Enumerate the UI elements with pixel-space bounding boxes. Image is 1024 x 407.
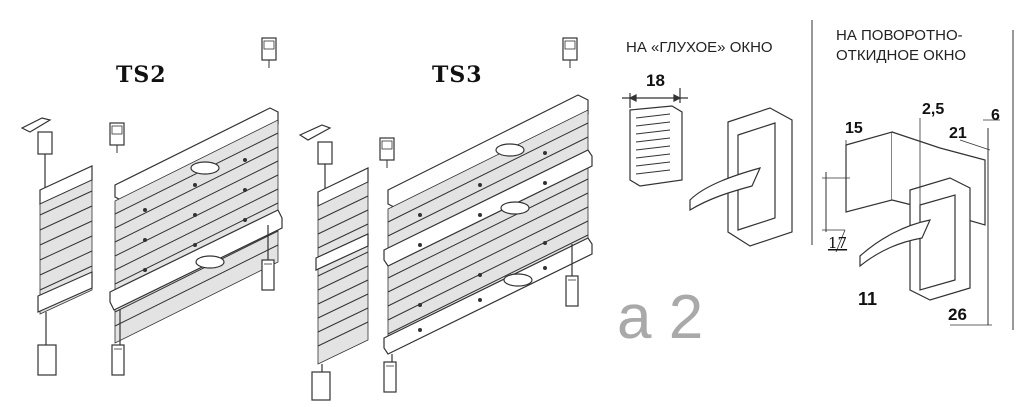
caption-fixed-window: НА «ГЛУХОЕ» ОКНО — [626, 39, 773, 56]
ts3-small-blind — [298, 124, 369, 401]
dimension-2-5: 2,5 — [922, 101, 944, 118]
ts2-main-blind — [109, 37, 283, 376]
dimension-15: 15 — [845, 120, 863, 137]
dimension-26: 26 — [948, 305, 967, 324]
ts3-main-blind — [379, 37, 593, 393]
dimension-6: 6 — [991, 107, 1000, 124]
fixed-window-bracket — [622, 88, 793, 247]
dimension-21: 21 — [949, 125, 967, 142]
dimension-11: 11 — [858, 289, 877, 309]
caption-tilt-turn-line1: НА ПОВОРОТНО- — [836, 27, 963, 44]
dimension-18: 18 — [646, 71, 665, 90]
caption-tilt-turn-line2: ОТКИДНОЕ ОКНО — [836, 47, 966, 64]
tilt-turn-bracket — [822, 118, 1000, 326]
overlay-text: a 2 — [617, 283, 703, 352]
model-label-ts3: TS3 — [432, 62, 483, 88]
ts2-small-blind — [20, 117, 93, 376]
dimension-17: 17 — [828, 234, 847, 252]
model-label-ts2: TS2 — [116, 62, 167, 88]
